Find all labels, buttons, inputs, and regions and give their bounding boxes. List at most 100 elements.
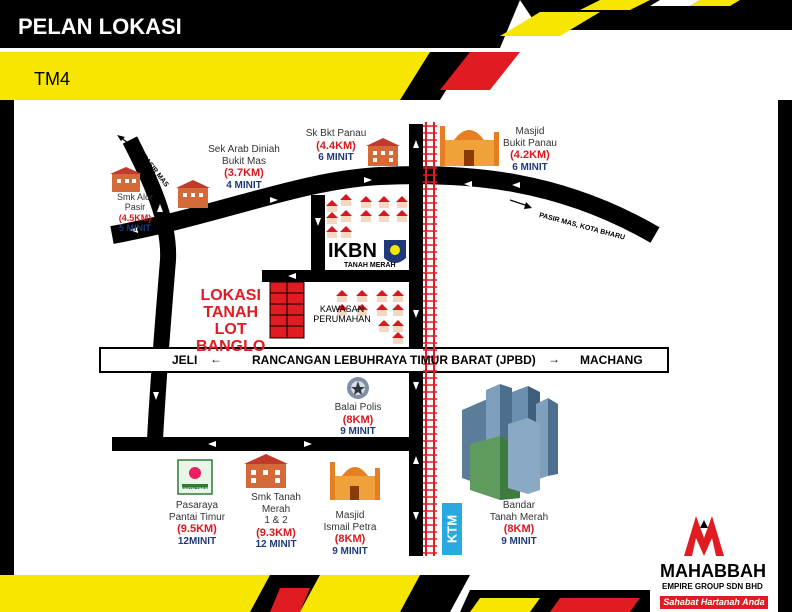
house-icon (336, 290, 348, 302)
place-balai: Balai Polis (8KM) 9 MINIT (318, 402, 398, 438)
place-time: 4 MINIT (226, 179, 262, 191)
house-icon (326, 226, 338, 238)
house-icon (336, 304, 348, 316)
place-name: Smk Tanah (251, 492, 301, 503)
place-name: Ismail Petra (323, 521, 377, 533)
school-icon (110, 138, 400, 488)
house-icon (378, 210, 390, 222)
place-name: Bukit Mas (222, 155, 266, 167)
highway (99, 347, 669, 373)
road-arrow-left: ← (210, 352, 222, 366)
place-bandar: Bandar Tanah Merah (8KM) 9 MINIT (474, 500, 564, 547)
ikbn-sub: TANAH MERAH (344, 262, 396, 269)
place-name: Pasaraya (175, 500, 219, 511)
house-icon (392, 332, 404, 344)
ikbn-crest-icon (384, 240, 406, 263)
place-time: 5 MINIT (118, 223, 151, 234)
house-icon (356, 304, 368, 316)
logo-company: EMPIRE GROUP SDN BHD (662, 582, 763, 591)
place-masjid-ismail: Masjid Ismail Petra (8KM) 9 MINIT (310, 510, 390, 557)
house-icon (378, 320, 390, 332)
place-sk-bkt: Sk Bkt Panau (4.4KM) 6 MINIT (296, 128, 376, 164)
road-label-machang: MACHANG (580, 353, 643, 367)
road-arrow-right: → (548, 352, 560, 366)
mahabbah-logo-icon (684, 516, 724, 556)
place-name: Tanah Merah (489, 511, 549, 523)
kota-bharu-arrow (509, 199, 532, 209)
ktm-label: KTM (444, 514, 460, 544)
site-label-line: LOT (214, 321, 247, 338)
logo-tagline: Sahabat Hartanah Anda (660, 596, 768, 609)
place-name: 1 & 2 (264, 515, 288, 526)
road-label-jeli: JELI (172, 353, 198, 367)
road-label-highway: RANCANGAN LEBUHRAYA TIMUR BARAT (JPBD) (252, 353, 536, 367)
place-name: Masjid (335, 510, 365, 521)
place-name: PERUMAHAN (313, 314, 371, 325)
railway (423, 122, 437, 556)
place-smk-alor: Smk Alor Pasir (4.5KM) 5 MINIT (100, 192, 170, 233)
place-time: 12MINIT (177, 535, 217, 547)
house-icon (360, 196, 372, 208)
place-time: 9 MINIT (332, 545, 368, 557)
place-name: Bukit Panau (503, 137, 557, 149)
place-time: 9 MINIT (501, 535, 537, 547)
house-icon (340, 194, 352, 206)
place-distance: (4.5KM) (118, 212, 152, 223)
road-arrows (130, 140, 520, 520)
place-name: Pantai Timur (168, 511, 226, 523)
place-name: Pasir (124, 202, 146, 213)
place-distance: (9.3KM) (256, 526, 296, 539)
house-icon (392, 304, 404, 316)
site-label-line: LOKASI (200, 287, 261, 304)
place-distance: (8KM) (342, 413, 374, 426)
site-label-line: BANGLO (196, 338, 266, 355)
place-distance: (9.5KM) (177, 523, 217, 535)
house-icon (396, 196, 408, 208)
place-distance: (8KM) (503, 523, 535, 535)
place-name: Sek Arab Diniah (208, 144, 280, 155)
house-icon (356, 290, 368, 302)
house-icon (396, 210, 408, 222)
site-label-line: TANAH (203, 304, 259, 321)
house-icon (340, 226, 352, 238)
place-distance: (8KM) (334, 533, 366, 545)
site-label: LOKASI TANAH LOT BANGLO (196, 287, 265, 355)
police-badge-icon (347, 377, 369, 399)
place-time: 12 MINIT (255, 539, 297, 551)
place-smk-tanah: Smk Tanah Merah 1 & 2 (9.3KM) 12 MINIT (236, 492, 316, 551)
place-distance: (3.7KM) (224, 167, 264, 179)
city-buildings-icon (462, 384, 558, 500)
place-name: Merah (261, 503, 291, 515)
house-icon (392, 320, 404, 332)
page-title: PELAN LOKASI (18, 14, 182, 39)
house-icon (340, 210, 352, 222)
page-subtitle: TM4 (34, 69, 70, 89)
site-plot (269, 281, 305, 339)
place-time: 6 MINIT (318, 152, 354, 164)
place-name: KAWASAN (319, 304, 365, 314)
supermarket-sign-icon (177, 459, 213, 495)
place-distance: (4.4KM) (316, 139, 356, 152)
place-time: 6 MINIT (512, 161, 548, 173)
place-name: Masjid (515, 126, 545, 137)
place-time: 9 MINIT (340, 426, 376, 438)
place-name: Bandar (502, 500, 536, 511)
place-kawasan: KAWASAN PERUMAHAN (308, 304, 376, 325)
place-name: Smk Alor (116, 192, 153, 202)
logo-name: MAHABBAH (660, 561, 766, 581)
supermarket-sign-text: PANTAI TIMUR (180, 486, 210, 491)
pasir-mas-arrow (117, 135, 136, 149)
place-name: Balai Polis (334, 402, 382, 413)
house-icon (392, 290, 404, 302)
mosque-icon (330, 126, 499, 500)
house-icon (360, 210, 372, 222)
place-name: Sk Bkt Panau (305, 128, 367, 139)
place-masjid-bukit: Masjid Bukit Panau (4.2KM) 6 MINIT (490, 126, 570, 173)
houses-icon (326, 194, 408, 344)
house-icon (326, 212, 338, 224)
roads (110, 124, 660, 556)
footer-background (0, 575, 650, 612)
